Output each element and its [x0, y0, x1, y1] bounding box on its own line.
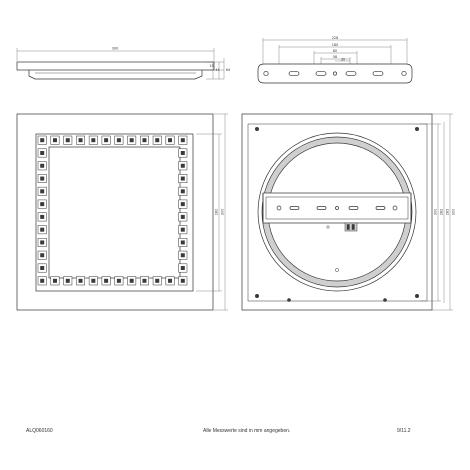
front-view-inner-diffuser	[48, 146, 181, 279]
led-chip	[40, 227, 45, 232]
led-chip	[40, 138, 45, 143]
dim-bracket-d3: 58	[333, 55, 337, 59]
led-chip	[65, 138, 70, 143]
led-chip	[40, 214, 45, 219]
led-chip	[180, 253, 185, 258]
led-chip	[168, 138, 173, 143]
led-chip	[78, 138, 83, 143]
led-chip	[40, 253, 45, 258]
screw-icon	[255, 127, 259, 131]
screw-icon	[255, 294, 259, 298]
dim-side-h3: 64	[226, 68, 230, 72]
back-view-dimensions	[420, 113, 453, 311]
led-chip	[78, 278, 83, 283]
front-view-dimensions	[196, 113, 228, 311]
measurement-note: Alle Messwerte sind in mm angegeben.	[203, 428, 291, 434]
back-view-outer-frame	[241, 113, 433, 311]
led-chip	[91, 138, 96, 143]
led-chip	[180, 189, 185, 194]
bracket-view	[257, 63, 413, 84]
dim-back-h4: 300	[452, 209, 456, 215]
dim-front-h2: 300	[221, 209, 225, 215]
led-chip	[180, 176, 185, 181]
back-view-housing-ring-edge	[261, 136, 413, 288]
led-chip	[142, 278, 147, 283]
led-chip	[180, 227, 185, 232]
led-chip	[129, 138, 134, 143]
led-chip	[40, 163, 45, 168]
side-view-dimensions	[16, 48, 225, 80]
dim-front-h1: 280	[215, 209, 219, 215]
screw-icon	[383, 298, 387, 302]
led-chip	[104, 138, 109, 143]
dim-side-h2: 44	[215, 68, 219, 72]
bracket-end-hole-right	[401, 70, 407, 77]
led-chip	[65, 278, 70, 283]
dim-bracket-d4: 30	[341, 58, 345, 62]
led-chip	[168, 278, 173, 283]
led-chip	[40, 240, 45, 245]
screw-icon	[415, 127, 419, 131]
bracket-dimensions	[262, 38, 408, 64]
dim-side-h1: 15	[209, 64, 213, 68]
side-view-body	[28, 70, 203, 80]
sheet-number: 9/11.2	[397, 428, 411, 434]
dim-bracket-d2: 80	[333, 49, 337, 53]
led-chip	[155, 278, 160, 283]
led-chip	[180, 138, 185, 143]
led-chip	[180, 266, 185, 271]
led-chip	[129, 278, 134, 283]
dim-back-h3: 285	[446, 209, 450, 215]
led-chip	[52, 138, 57, 143]
screw-icon	[287, 298, 291, 302]
led-chip	[180, 150, 185, 155]
dim-side-width: 300	[112, 47, 118, 51]
led-chip	[155, 138, 160, 143]
led-chip	[104, 278, 109, 283]
front-view-led-border	[35, 133, 194, 292]
led-chip	[180, 202, 185, 207]
side-view-top-plate	[16, 61, 215, 71]
side-view	[16, 61, 215, 80]
led-chip	[40, 150, 45, 155]
bracket-slot-2	[315, 71, 327, 76]
led-chip	[40, 176, 45, 181]
back-view-screws	[255, 127, 419, 302]
bracket-slot-1	[288, 71, 300, 76]
back-view-inner-frame	[247, 123, 428, 302]
dim-back-h2: 282	[440, 209, 444, 215]
back-view-bracket	[262, 192, 412, 224]
dim-back-h1: 300	[434, 209, 438, 215]
led-chip	[40, 266, 45, 271]
led-chip	[52, 278, 57, 283]
front-view-outer-frame	[16, 113, 214, 311]
bracket-center-hole	[333, 71, 337, 76]
bracket-slot-4	[372, 71, 384, 76]
document-id: ALQ060160	[26, 428, 53, 434]
terminal-block	[326, 222, 358, 272]
bracket-slot-3	[345, 71, 357, 76]
led-chip	[142, 138, 147, 143]
led-chip	[180, 240, 185, 245]
led-chip	[180, 163, 185, 168]
led-chip	[116, 278, 121, 283]
led-grid	[37, 135, 188, 286]
led-chip	[180, 278, 185, 283]
screw-icon	[415, 294, 419, 298]
led-chip	[116, 138, 121, 143]
dim-bracket-total: 228	[332, 36, 338, 40]
led-chip	[40, 278, 45, 283]
led-chip	[40, 189, 45, 194]
back-view-housing-outer	[257, 132, 417, 292]
dim-bracket-d1: 180	[332, 43, 338, 47]
led-chip	[40, 202, 45, 207]
led-chip	[91, 278, 96, 283]
led-chip	[180, 214, 185, 219]
bracket-body	[257, 63, 413, 84]
bracket-end-hole-left	[263, 70, 269, 77]
